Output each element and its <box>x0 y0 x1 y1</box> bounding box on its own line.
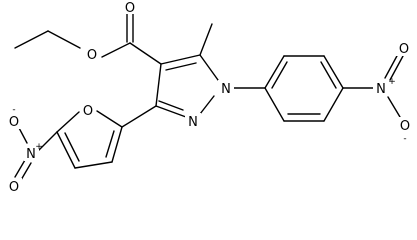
bond-layer <box>14 13 404 181</box>
bond-furan-c4-c3 <box>74 161 113 169</box>
ester-oxygen-label: O <box>87 48 97 63</box>
bond-ph-1 <box>264 55 285 89</box>
nitro-right-o-minus-charge: - <box>403 134 406 144</box>
bond-nitro-right-o-top-b <box>384 53 399 79</box>
bond-nitro-left-o-bottom-b <box>20 162 32 181</box>
bond-c4-c5 <box>160 54 201 65</box>
atom-layer: O O N N O N + O - O N + O O - <box>7 0 413 195</box>
nitro-left-o-minus-charge: - <box>12 105 15 115</box>
bond-furan-c2-o <box>96 110 123 128</box>
nitro-right-plus-charge: + <box>388 77 396 87</box>
bond-ph-3 <box>323 55 344 89</box>
bond-ph-4 <box>323 87 344 122</box>
bond-c3-furan <box>121 105 157 128</box>
bond-carbonyl-c4 <box>129 42 162 65</box>
bond-c4-c5-inner <box>165 62 197 71</box>
furan-oxygen-label: O <box>83 104 93 119</box>
bond-c5-methyl <box>199 23 213 56</box>
bond-ph-1-inner <box>271 61 288 89</box>
bond-nitro-right-o-bottom <box>387 96 401 118</box>
bond-ch2-o <box>47 30 81 49</box>
carbonyl-oxygen-label: O <box>125 1 135 16</box>
nitro-right-o-top-label: O <box>399 42 409 57</box>
bond-o-carbonyl-c <box>101 42 131 58</box>
pyrazole-n2-label: N <box>188 115 198 130</box>
bond-n2-c3-inner <box>158 100 184 111</box>
bond-c3-c4 <box>155 63 162 107</box>
bond-ch3-ch2 <box>14 30 49 49</box>
structure-diagram: O O N N O N + O - O N + O O - <box>7 0 413 195</box>
bond-ph-6 <box>264 87 285 122</box>
nitro-left-plus-charge: + <box>35 142 43 152</box>
bond-nitro-left-o-bottom-a <box>14 159 26 178</box>
bond-furan-c3-c2 <box>111 126 123 163</box>
nitro-right-o-bottom-label: O <box>400 119 410 134</box>
bond-furan-nitro <box>37 131 58 152</box>
bond-nitro-right-o-top-a <box>389 55 404 81</box>
nitro-left-o-top-label: O <box>9 115 19 130</box>
bond-n2-c3 <box>155 105 187 118</box>
nitro-left-o-bottom-label: O <box>9 180 19 195</box>
bond-furan-c5-c4-inner <box>64 132 80 162</box>
nitro-right-n-label: N <box>376 82 386 97</box>
bond-furan-c5-c4 <box>56 131 76 169</box>
bond-furan-o-c5 <box>56 111 80 133</box>
bond-c5-n1 <box>199 54 219 81</box>
pyrazole-n1-label: N <box>221 82 231 97</box>
nitro-left-n-label: N <box>26 147 36 162</box>
bond-n1-n2 <box>199 95 215 115</box>
bond-furan-c3-c2-inner <box>105 130 115 158</box>
bond-ph-3-inner <box>320 61 337 89</box>
